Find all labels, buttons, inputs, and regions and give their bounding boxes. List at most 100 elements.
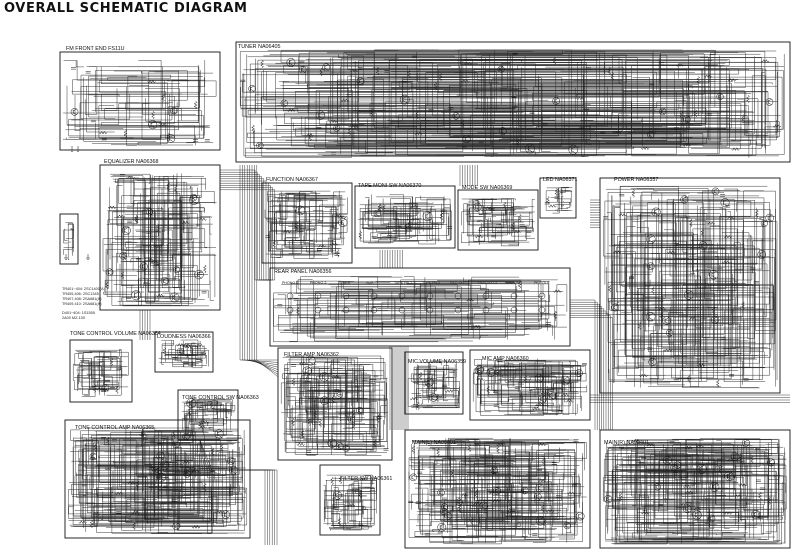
wire: [288, 297, 510, 320]
resistor-icon: [637, 321, 642, 331]
wire: [137, 441, 204, 516]
wire: [358, 60, 589, 157]
wire: [359, 313, 551, 317]
wire: [294, 195, 337, 229]
wire: [420, 460, 438, 465]
capacitor-icon: [725, 205, 731, 208]
wire: [215, 450, 223, 524]
wire: [293, 355, 382, 407]
wire: [226, 436, 242, 439]
wire: [337, 72, 765, 144]
resistor-icon: [198, 425, 207, 429]
wire: [280, 382, 374, 452]
wire: [508, 243, 519, 246]
wire: [401, 318, 503, 330]
wire: [371, 89, 411, 132]
wire: [501, 198, 529, 217]
wire: [126, 271, 195, 289]
capacitor-icon: [525, 326, 531, 329]
wire: [257, 59, 599, 111]
transistor-icon: [533, 492, 542, 501]
wire: [69, 438, 243, 513]
capacitor-icon: [754, 281, 760, 284]
wire: [83, 440, 241, 525]
wire: [89, 431, 191, 438]
wire: [631, 188, 709, 247]
wire: [84, 66, 98, 115]
wire: [297, 279, 489, 294]
resistor-icon: [300, 429, 305, 439]
capacitor-icon: [201, 351, 207, 354]
transistor-icon: [479, 501, 489, 511]
capacitor-icon: [442, 497, 448, 500]
wire: [607, 448, 646, 531]
wire: [380, 194, 405, 226]
wire: [491, 78, 536, 156]
wire: [338, 281, 394, 330]
wire: [72, 446, 136, 525]
transistor-icon: [665, 329, 674, 337]
wire: [110, 471, 114, 493]
transistor-icon: [680, 195, 689, 204]
wire: [495, 227, 534, 240]
transistor-icon: [335, 442, 344, 450]
resistor-icon: [150, 259, 159, 264]
wire: [80, 74, 172, 114]
resistor-icon: [337, 215, 347, 219]
wire: [140, 491, 216, 503]
wire: [430, 521, 510, 526]
resistor-icon: [156, 466, 160, 475]
wire: [688, 452, 730, 529]
capacitor-icon: [146, 231, 152, 234]
resistor-icon: [296, 306, 300, 316]
wire: [455, 439, 508, 520]
jack-icon: [482, 292, 490, 314]
wire: [410, 373, 435, 382]
wire: [448, 479, 516, 534]
wire: [367, 198, 397, 244]
wire: [706, 234, 751, 355]
capacitor-icon: [720, 337, 726, 340]
wire: [550, 187, 569, 198]
capacitor-icon: [150, 465, 156, 469]
wire: [517, 441, 577, 523]
wire: [524, 226, 535, 239]
capacitor-icon: [585, 67, 591, 70]
wire: [418, 441, 466, 500]
resistor-icon: [411, 445, 415, 454]
capacitor-icon: [171, 499, 177, 502]
resistor-icon: [377, 203, 381, 213]
wire: [309, 213, 348, 233]
wire: [314, 358, 385, 378]
bus-wire: [570, 301, 598, 430]
wire: [186, 402, 232, 412]
resistor-icon: [772, 124, 782, 128]
wire: [433, 476, 510, 492]
bus-wire: [570, 299, 596, 430]
transistor-icon: [248, 85, 256, 93]
wire: [352, 487, 371, 495]
resistor-icon: [372, 438, 377, 448]
eq-diode-note: 2A00 MZ-100: [62, 316, 85, 320]
wire: [722, 446, 784, 519]
wire: [333, 191, 346, 229]
bus-wire: [570, 306, 602, 430]
wire: [614, 251, 751, 368]
resistor-icon: [296, 442, 305, 447]
wire: [689, 223, 721, 387]
wire: [335, 394, 385, 415]
resistor-icon: [115, 385, 119, 394]
wire: [414, 531, 499, 537]
capacitor-icon: [519, 224, 525, 227]
wire: [71, 91, 166, 140]
wire: [484, 440, 539, 504]
wire: [114, 445, 212, 522]
wire: [116, 185, 182, 226]
wire: [63, 60, 206, 81]
board-led: [539, 177, 577, 219]
wire: [606, 447, 697, 494]
bus-wire: [251, 165, 279, 373]
capacitor-icon: [357, 67, 363, 70]
capacitor-icon: [510, 509, 516, 512]
resistor-icon: [438, 72, 443, 82]
